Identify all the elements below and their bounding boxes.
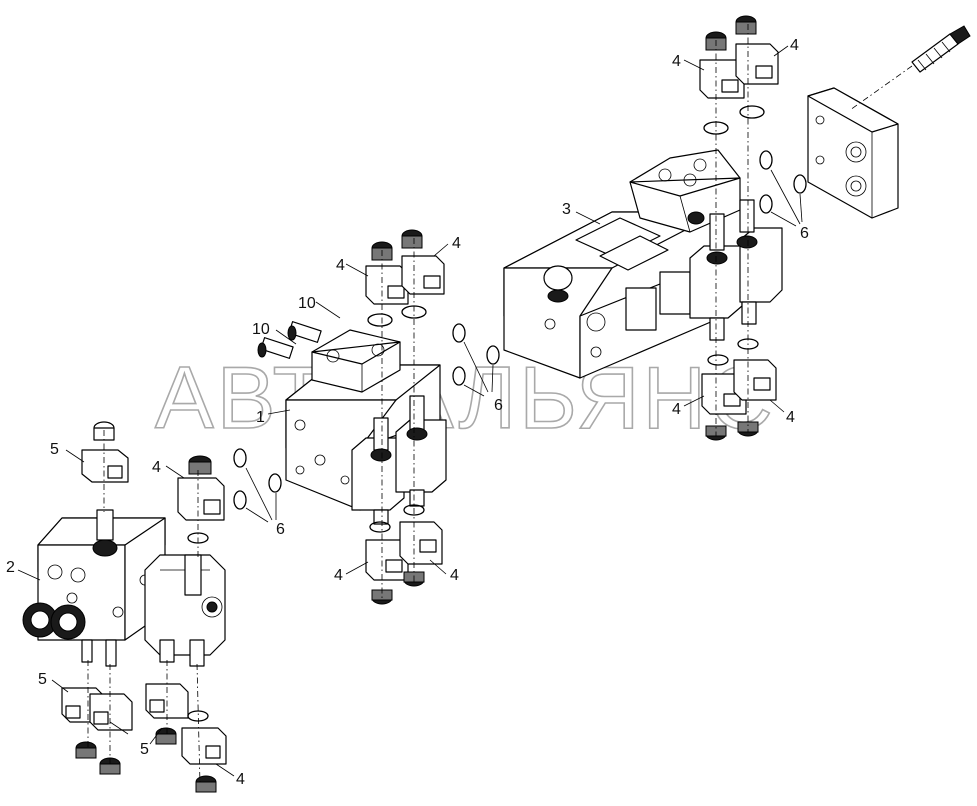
mounting-plate bbox=[807, 87, 899, 219]
callout-5-bottom-left: 5 bbox=[38, 671, 47, 688]
callout-4-block1-bottom-right: 4 bbox=[450, 567, 459, 584]
valve-block-1 bbox=[257, 321, 447, 525]
coil-4-block3-bottom-b bbox=[733, 338, 777, 437]
callout-5-bottom-mid: 5 bbox=[140, 741, 149, 758]
callout-5-top: 5 bbox=[50, 441, 59, 458]
coil-5-top bbox=[81, 421, 129, 483]
callout-4-block3-top-right: 4 bbox=[790, 37, 799, 54]
coil-4-block1-bottom-a bbox=[365, 521, 409, 605]
callout-6-right: 6 bbox=[800, 225, 809, 242]
callout-4-block2-upper: 4 bbox=[152, 459, 161, 476]
valve-block-3 bbox=[503, 149, 783, 379]
callout-4-block3-bottom-right: 4 bbox=[786, 409, 795, 426]
coil-4-upper-mid bbox=[177, 455, 225, 544]
bolt bbox=[849, 25, 971, 111]
leader-lines bbox=[17, 45, 789, 777]
coil-4-block1-top-b bbox=[401, 229, 445, 319]
coil-4-bottom bbox=[181, 710, 227, 793]
callout-labels: 1 2 3 4 4 4 4 4 4 4 4 4 4 5 5 5 6 6 6 10… bbox=[6, 37, 809, 788]
callout-4-block3-bottom-left: 4 bbox=[672, 401, 681, 418]
callout-4-block3-top-left: 4 bbox=[672, 53, 681, 70]
watermark-text: АВТОАЛЬЯНС bbox=[155, 348, 776, 447]
coil-4-block1-bottom-b bbox=[399, 504, 443, 587]
coil-5-bottom-b bbox=[89, 693, 133, 775]
callout-10-upper: 10 bbox=[298, 295, 316, 312]
callout-10-lower: 10 bbox=[252, 321, 270, 338]
callout-4-block1-bottom-left: 4 bbox=[334, 567, 343, 584]
callout-6-left: 6 bbox=[276, 521, 285, 538]
callout-6-middle: 6 bbox=[494, 397, 503, 414]
callout-4-block1-top-left: 4 bbox=[336, 257, 345, 274]
solenoid-valve-body bbox=[144, 554, 226, 667]
callout-4-block2-bottom: 4 bbox=[236, 771, 245, 788]
callout-2: 2 bbox=[6, 559, 15, 576]
valve-block-2 bbox=[22, 509, 166, 667]
callout-4-block1-top-right: 4 bbox=[452, 235, 461, 252]
coil-4-block3-top-b bbox=[735, 15, 779, 119]
callout-3: 3 bbox=[562, 201, 571, 218]
callout-1: 1 bbox=[256, 409, 265, 426]
